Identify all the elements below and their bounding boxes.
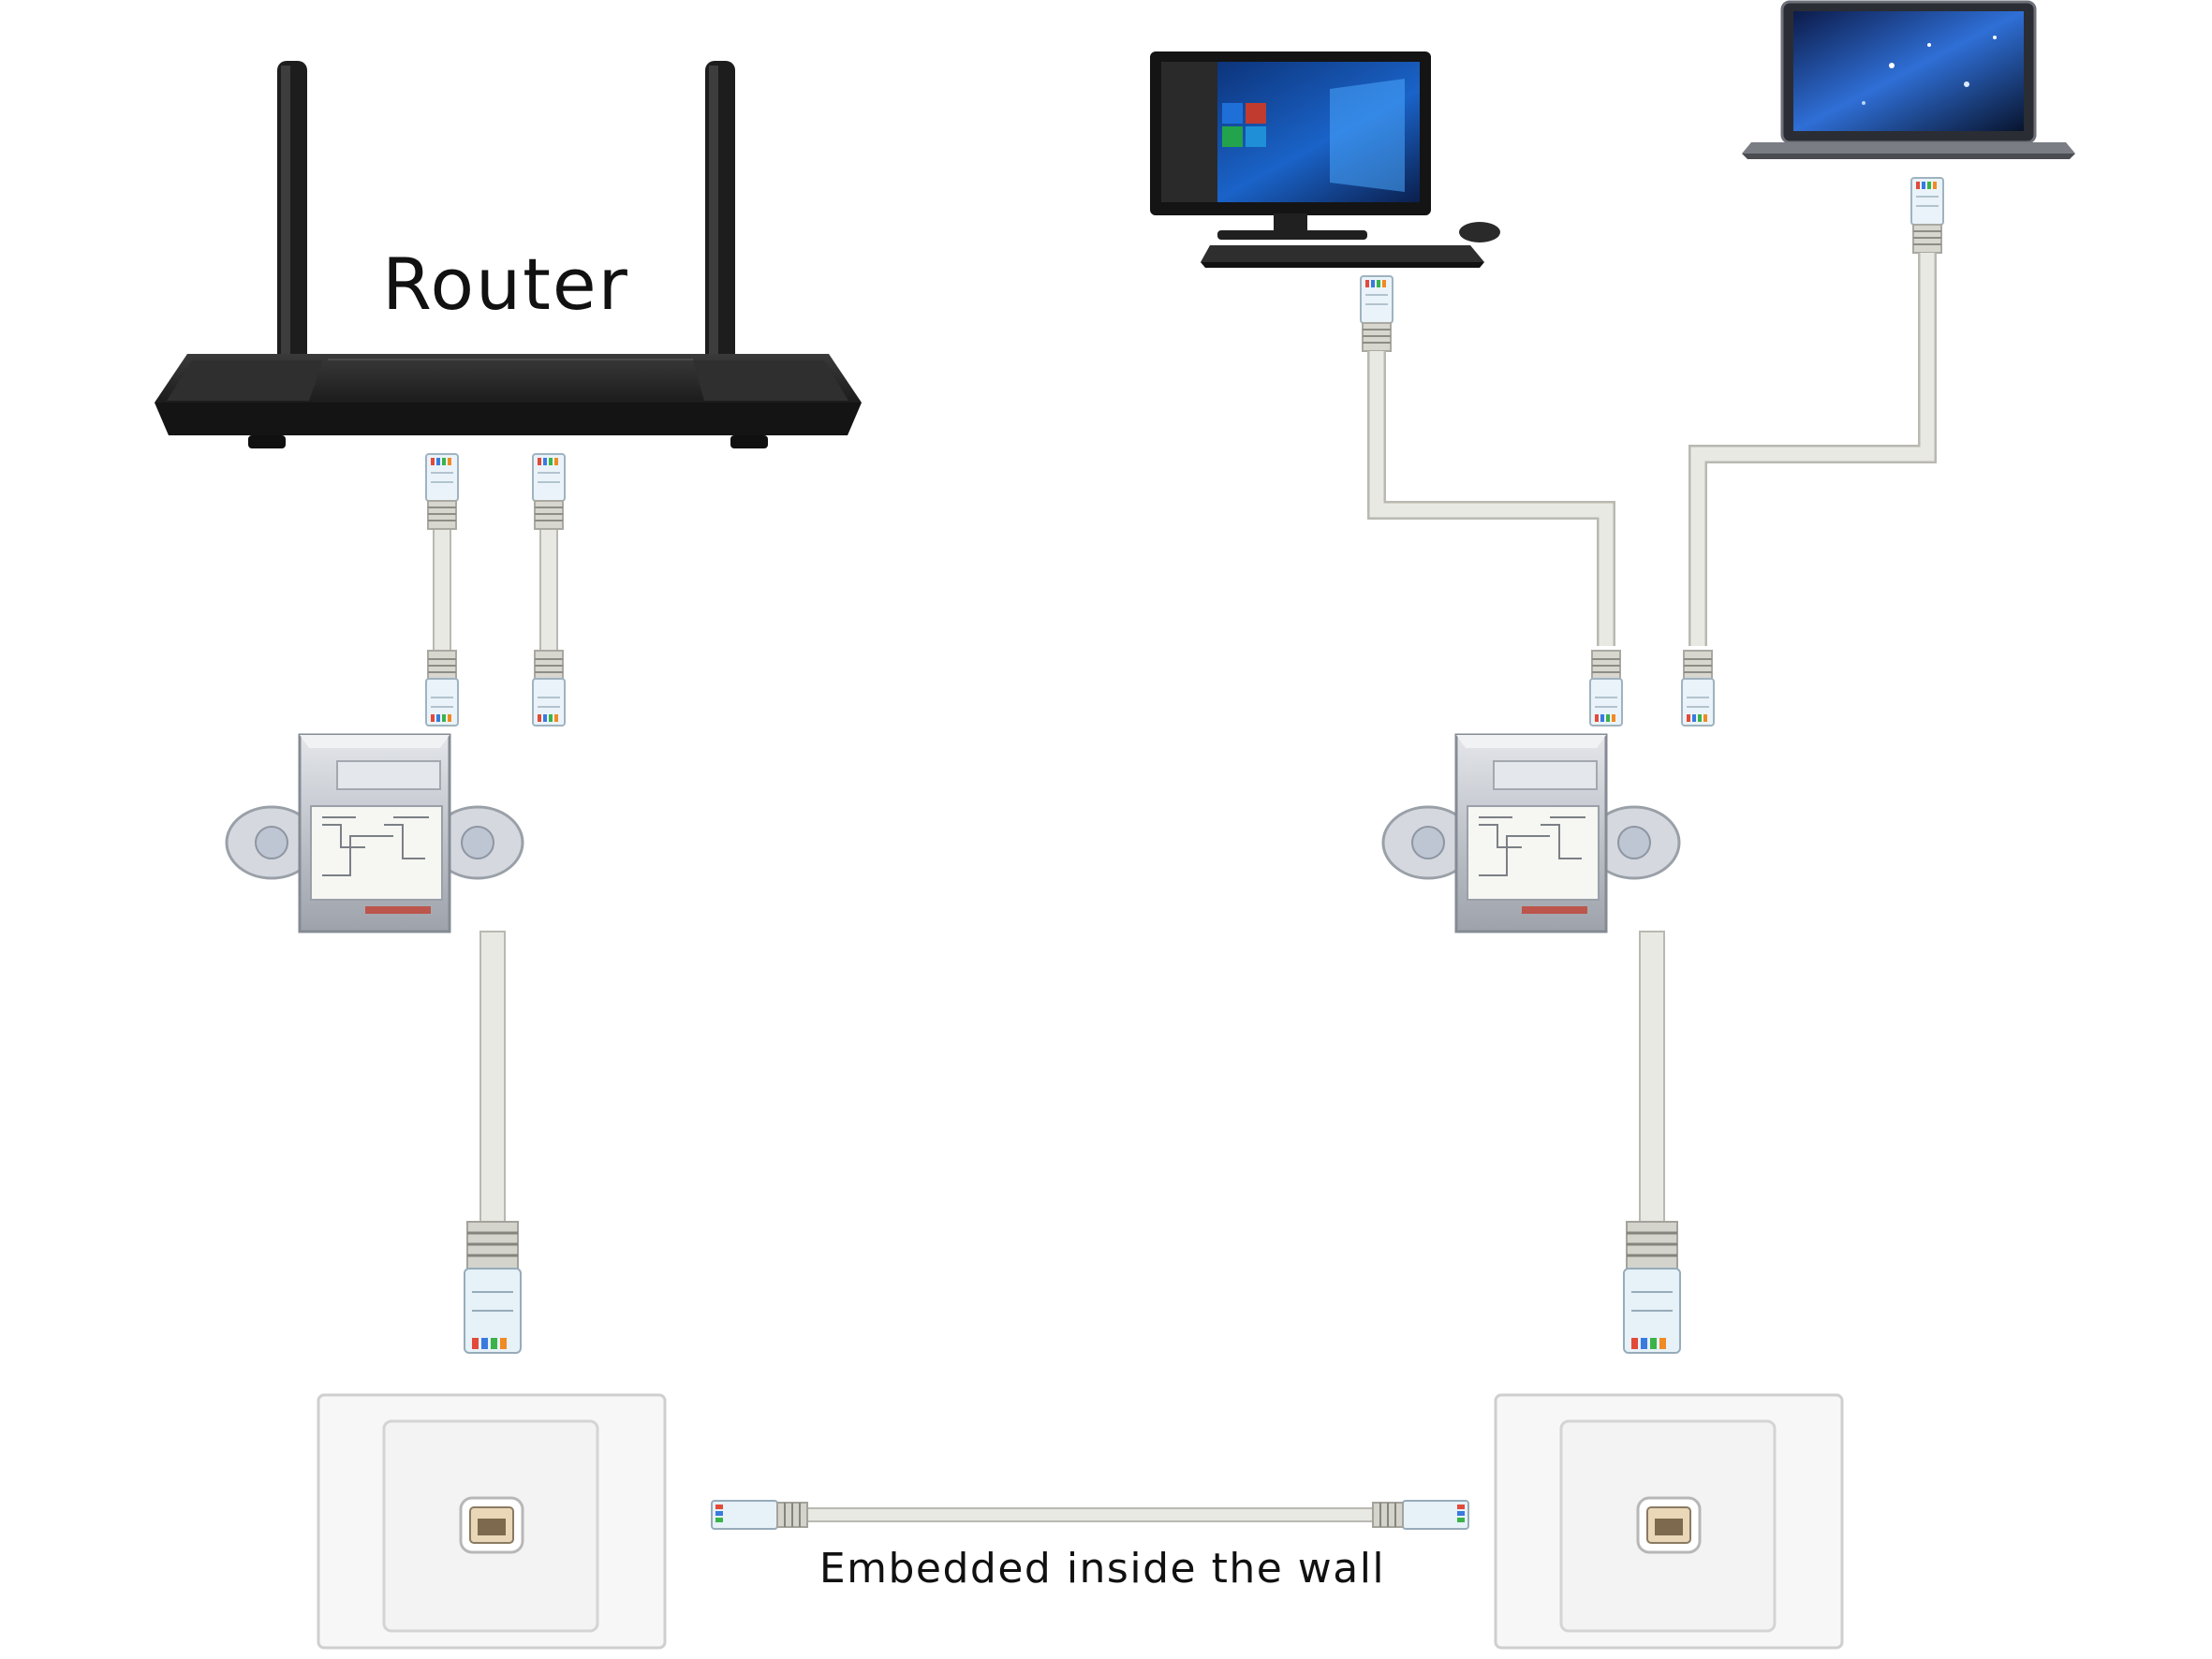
device-cables [1360, 177, 1944, 727]
rj45-plug-icon [1910, 177, 1944, 254]
rj45-plug-icon [1681, 650, 1715, 727]
rj45-plug-icon [1622, 1220, 1682, 1355]
splitter-to-wall-cable-right [1622, 931, 1682, 1355]
rj45-plug-icon [711, 1500, 808, 1530]
ethernet-splitter-icon [1381, 733, 1681, 933]
ethernet-splitter-icon [225, 733, 524, 933]
router-label: Router [382, 242, 629, 326]
wall-socket-icon [1494, 1393, 1844, 1650]
rj45-plug-icon [425, 650, 459, 727]
router-cables [425, 453, 566, 727]
in-wall-cable [711, 1500, 1469, 1530]
router-icon [155, 61, 862, 448]
rj45-plug-icon [532, 650, 566, 727]
wall-socket-icon [317, 1393, 667, 1650]
rj45-plug-icon [463, 1220, 523, 1355]
splitter-to-wall-cable-left [463, 931, 523, 1355]
rj45-plug-icon [425, 453, 459, 530]
rj45-plug-icon [1372, 1500, 1469, 1530]
rj45-plug-icon [1360, 275, 1394, 352]
rj45-plug-icon [1589, 650, 1623, 727]
laptop-icon [1742, 0, 2075, 159]
desktop-computer-icon [1150, 51, 1500, 268]
rj45-plug-icon [532, 453, 566, 530]
in-wall-cable-label: Embedded inside the wall [819, 1545, 1385, 1593]
